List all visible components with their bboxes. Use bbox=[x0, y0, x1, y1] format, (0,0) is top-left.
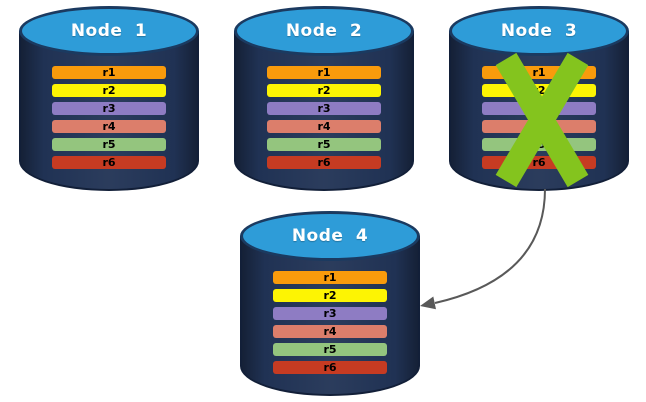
replica-label: r6 bbox=[323, 361, 337, 374]
node-2-replica-list: r1 r2 r3 r4 r5 r6 bbox=[267, 66, 381, 169]
node-1-cylinder-top: Node 1 bbox=[19, 6, 199, 56]
replica-label: r3 bbox=[323, 307, 337, 320]
replica-label: r6 bbox=[532, 156, 546, 169]
replica-row: r3 bbox=[52, 102, 166, 115]
replica-row: r3 bbox=[267, 102, 381, 115]
replica-label: r6 bbox=[102, 156, 116, 169]
replica-label: r1 bbox=[532, 66, 546, 79]
replica-label: r5 bbox=[323, 343, 337, 356]
replica-row: r2 bbox=[52, 84, 166, 97]
replica-label: r4 bbox=[323, 325, 337, 338]
replica-row: r6 bbox=[267, 156, 381, 169]
replica-label: r5 bbox=[317, 138, 331, 151]
replica-label: r1 bbox=[323, 271, 337, 284]
replica-row: r4 bbox=[267, 120, 381, 133]
failover-arrow bbox=[420, 188, 546, 310]
replica-label: r1 bbox=[102, 66, 116, 79]
replica-label: r2 bbox=[532, 84, 546, 97]
failover-arrow-line bbox=[434, 188, 546, 304]
replica-label: r2 bbox=[102, 84, 116, 97]
replica-label: r6 bbox=[317, 156, 331, 169]
replica-row: r2 bbox=[273, 289, 387, 302]
replica-row: r4 bbox=[273, 325, 387, 338]
replica-row: r3 bbox=[273, 307, 387, 320]
replica-row: r1 bbox=[273, 271, 387, 284]
replica-label: r4 bbox=[317, 120, 331, 133]
node-4: Node 4 r1 r2 r3 r4 r5 r6 bbox=[240, 211, 420, 396]
node-1: Node 1 r1 r2 r3 r4 r5 r6 bbox=[19, 6, 199, 191]
replica-label: r2 bbox=[317, 84, 331, 97]
node-title: Node 2 bbox=[285, 21, 363, 41]
replica-label: r5 bbox=[102, 138, 116, 151]
node-3: Node 3 r1 r2 r3 r4 r5 r6 bbox=[449, 6, 629, 191]
replica-row: r6 bbox=[273, 361, 387, 374]
replica-row: r1 bbox=[267, 66, 381, 79]
replica-row: r5 bbox=[52, 138, 166, 151]
failover-arrowhead-icon bbox=[420, 296, 436, 310]
replica-row: r4 bbox=[52, 120, 166, 133]
replica-row: r5 bbox=[267, 138, 381, 151]
node-3-cylinder-top: Node 3 bbox=[449, 6, 629, 56]
node-title: Node 1 bbox=[70, 21, 148, 41]
replica-label: r3 bbox=[317, 102, 331, 115]
node-4-cylinder-top: Node 4 bbox=[240, 211, 420, 261]
replica-row: r5 bbox=[273, 343, 387, 356]
node-4-replica-list: r1 r2 r3 r4 r5 r6 bbox=[273, 271, 387, 374]
node-1-replica-list: r1 r2 r3 r4 r5 r6 bbox=[52, 66, 166, 169]
replica-label: r2 bbox=[323, 289, 337, 302]
node-2-cylinder-top: Node 2 bbox=[234, 6, 414, 56]
replica-row: r6 bbox=[52, 156, 166, 169]
replica-label: r3 bbox=[102, 102, 116, 115]
replica-label: r1 bbox=[317, 66, 331, 79]
node-title: Node 4 bbox=[291, 226, 369, 246]
failure-x-icon bbox=[495, 52, 589, 188]
node-2: Node 2 r1 r2 r3 r4 r5 r6 bbox=[234, 6, 414, 191]
replica-label: r4 bbox=[102, 120, 116, 133]
replica-row: r1 bbox=[52, 66, 166, 79]
replica-row: r2 bbox=[267, 84, 381, 97]
node-title: Node 3 bbox=[500, 21, 578, 41]
